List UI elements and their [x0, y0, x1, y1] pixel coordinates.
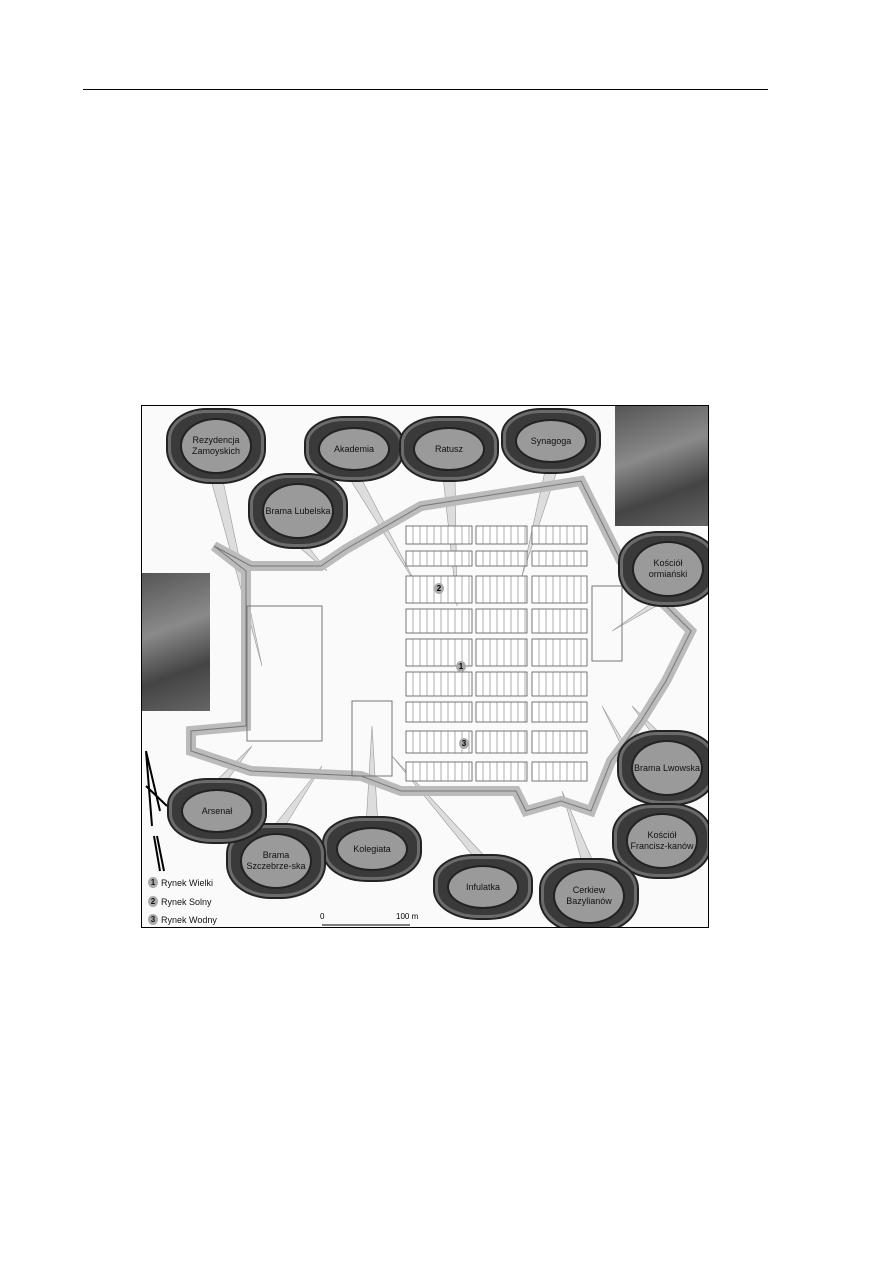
label-ratusz: Ratusz: [401, 418, 497, 480]
label-infulatka: Infulatka: [435, 856, 531, 918]
label-kosciol-ormianski: Kościół ormiański: [620, 533, 708, 605]
label-synagoga: Synagoga: [503, 410, 599, 472]
town-block: [531, 671, 588, 697]
town-block: [475, 550, 528, 567]
label-brama-szczebrzeska: Brama Szczebrze-ska: [228, 825, 324, 897]
town-block: [531, 525, 588, 545]
map-drawing: [145, 470, 698, 926]
market-marker-1: 1: [456, 661, 466, 672]
label-rezydencja: Rezydencja Zamoyskich: [168, 410, 264, 482]
label-text: Kolegiata: [336, 827, 408, 871]
town-block: [531, 638, 588, 667]
scale-start: 0: [320, 912, 325, 921]
legend-name: Rynek Wodny: [161, 914, 217, 925]
town-block: [475, 608, 528, 634]
north-arrow: [145, 750, 168, 872]
town-block: [475, 638, 528, 667]
label-text: Cerkiew Bazylianów: [553, 868, 625, 924]
label-text: Brama Lubelska: [262, 483, 334, 539]
town-block: [475, 701, 528, 723]
label-text: Kościół ormiański: [632, 541, 704, 597]
town-block: [531, 550, 588, 567]
header-rule: [83, 89, 768, 90]
label-brama-lubelska: Brama Lubelska: [250, 475, 346, 547]
town-block: [475, 730, 528, 754]
town-block: [405, 761, 473, 782]
market-marker-2: 2: [434, 583, 444, 594]
town-block: [405, 608, 473, 634]
label-text: Infulatka: [447, 865, 519, 909]
town-block: [531, 761, 588, 782]
label-text: Kościół Francisz-kanów: [626, 813, 698, 869]
label-akademia: Akademia: [306, 418, 402, 480]
town-block: [405, 701, 473, 723]
town-block: [475, 671, 528, 697]
town-blocks: [405, 525, 588, 782]
legend-num: 2: [148, 896, 158, 907]
town-block: [475, 525, 528, 545]
label-arsenal: Arsenał: [169, 780, 265, 842]
label-text: Rezydencja Zamoyskich: [180, 418, 252, 474]
label-text: Synagoga: [515, 419, 587, 463]
market-marker-3: 3: [459, 738, 469, 749]
town-block: [475, 575, 528, 604]
residence-block: [246, 605, 323, 742]
label-text: Akademia: [318, 427, 390, 471]
label-brama-lwowska: Brama Lwowska: [619, 732, 708, 804]
legend-name: Rynek Wielki: [161, 877, 214, 888]
legend-num: 3: [148, 914, 158, 925]
scale-end: 100 m: [396, 912, 419, 921]
legend-name: Rynek Solny: [161, 896, 212, 907]
town-block: [531, 701, 588, 723]
town-block: [405, 730, 473, 754]
town-block: [475, 761, 528, 782]
legend-num: 1: [148, 877, 158, 888]
ormianski-block: [591, 585, 623, 662]
label-text: Ratusz: [413, 427, 485, 471]
label-text: Arsenał: [181, 789, 253, 833]
town-block: [405, 525, 473, 545]
town-block: [531, 575, 588, 604]
town-block: [531, 730, 588, 754]
label-kolegiata: Kolegiata: [324, 818, 420, 880]
label-cerkiew: Cerkiew Bazylianów: [541, 860, 637, 927]
label-text: Brama Szczebrze-ska: [240, 833, 312, 889]
label-kosciol-franciszkanow: Kościół Francisz-kanów: [614, 805, 708, 877]
kolegiata-block: [351, 700, 393, 777]
map-figure: Rezydencja Zamoyskich Akademia Ratusz Sy…: [141, 405, 709, 928]
angel-statue-photo: [142, 573, 210, 711]
st-george-statue-photo: [615, 406, 708, 526]
town-block: [531, 608, 588, 634]
town-block: [405, 550, 473, 567]
town-block: [405, 671, 473, 697]
label-text: Brama Lwowska: [631, 740, 703, 796]
